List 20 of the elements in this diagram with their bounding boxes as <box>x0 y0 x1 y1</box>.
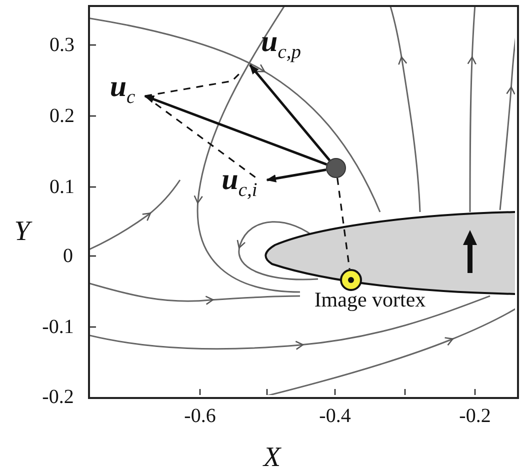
callout-text: Image vortex <box>314 290 426 310</box>
vector-label: u$_{c,p}$ <box>245 25 317 65</box>
vector-arrow <box>249 64 331 162</box>
vector-arrow <box>266 168 326 182</box>
tick-label: 0.2 <box>50 106 74 126</box>
vector-arrow <box>144 94 328 166</box>
axis-title: Y <box>14 218 30 246</box>
tick-label: 0 <box>63 246 73 266</box>
tick-label: -0.2 <box>459 406 491 426</box>
tick-label: -0.2 <box>42 387 74 407</box>
vector-label: u$_{c,i}$ <box>212 162 267 204</box>
vector-label: u$_{c}$ <box>100 70 145 110</box>
tick-label: -0.6 <box>184 406 216 426</box>
axis-title: X <box>263 444 281 472</box>
tick-label: 0.1 <box>50 177 74 197</box>
dashed-line <box>336 178 350 270</box>
tick-label: 0.3 <box>50 35 74 55</box>
vortex-dot <box>326 158 346 178</box>
tick-label: -0.4 <box>319 406 351 426</box>
tick-label: -0.1 <box>42 317 74 337</box>
